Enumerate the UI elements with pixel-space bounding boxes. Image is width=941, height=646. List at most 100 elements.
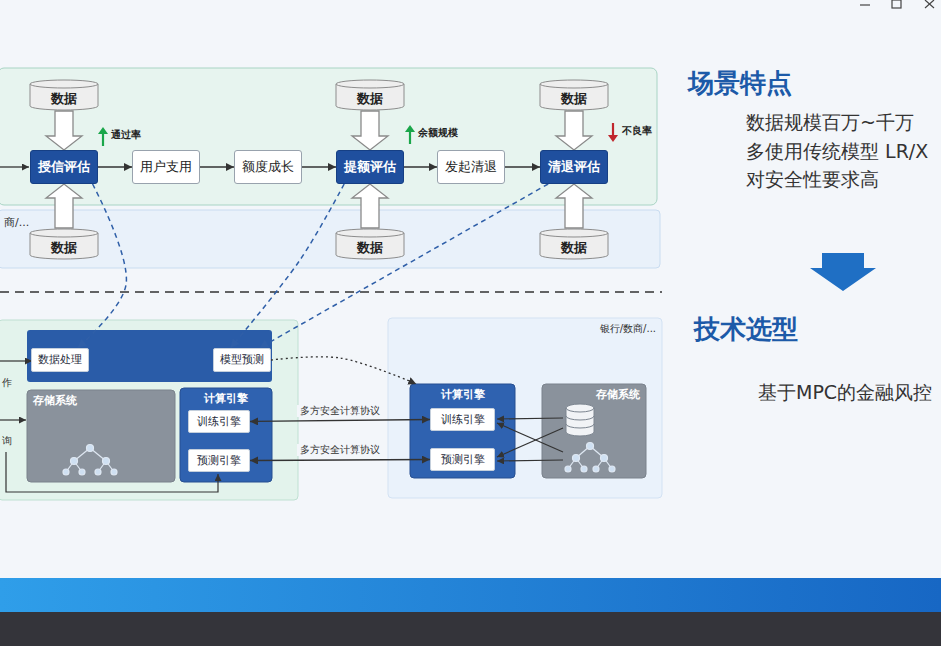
input-line [0,360,32,361]
box-text: 数据处理 [38,353,82,366]
flow-connector [98,166,132,167]
box-text: 提额评估 [344,159,396,175]
data-cylinder: 数据 [29,228,99,260]
big-down-arrow [810,253,876,291]
step-box: 发起清退 [437,150,505,184]
tree-icon [63,445,117,476]
pipeline-bar [27,330,272,382]
module-box: 训练引擎 [188,410,250,433]
note-text: 对安全性要求高 [746,168,879,191]
edge-label: 多方安全计算协议 [297,405,383,417]
panel-title: 计算引擎 [180,392,272,405]
block-arrow [46,184,82,228]
box-text: 模型预测 [220,353,264,366]
engine-panel: 计算引擎训练引擎预测引擎 [410,384,515,478]
dash-connector [230,184,344,348]
edge-label: 多方安全计算协议 [297,444,383,456]
flow-connector [200,166,234,167]
engine-panel: 计算引擎训练引擎预测引擎 [180,388,272,482]
box-text: 授信评估 [38,159,90,175]
data-cylinder: 数据 [29,79,99,111]
note-text: 数据规模百万~千万 [746,111,914,134]
note-text: 作 [2,377,12,389]
box-text: 数据 [357,91,383,107]
box-text: 数据 [51,91,77,107]
module-box: 预测引擎 [188,449,250,472]
box-text: 训练引擎 [197,415,241,428]
step-box: 用户支用 [132,150,200,184]
party-panel-ground [388,318,662,498]
section-heading: 场景特点 [688,68,792,99]
data-cylinder: 数据 [539,228,609,260]
storage-links [497,418,563,461]
box-text: 预测引擎 [441,453,485,466]
process-box: 授信评估 [30,150,98,184]
flow-connector [404,166,437,167]
feedback-line [6,452,218,492]
process-box: 清退评估 [540,150,608,184]
step-box: 额度成长 [234,150,302,184]
process-band [0,68,657,205]
box-text: 数据 [51,240,77,256]
box-text: 发起清退 [445,159,497,175]
party-panel: 银行/数商/... 计算引擎训练引擎预测引擎 存储系统 [388,318,662,498]
note-text: 余额规模 [418,127,458,139]
engine-panel-ground [180,388,272,482]
panel-title: 存储系统 [596,388,640,401]
down-arrow [608,135,618,142]
box-text: 额度成长 [242,159,294,175]
flow-connector [505,166,540,167]
block-arrow [46,111,82,150]
source-band-ground [0,210,660,268]
dot-connector [271,357,416,384]
up-arrow [409,131,411,144]
storage-panel-ground [542,384,646,478]
note-text: 不良率 [622,125,652,137]
dash-connector [259,184,548,348]
box-text: 数据 [561,240,587,256]
note-text: 通过率 [111,129,141,141]
module-box: 模型预测 [213,348,271,372]
panel-title: 银行/数商/... [600,323,656,335]
stage-floor [0,612,941,646]
box-text: 用户支用 [140,159,192,175]
window-controls [860,0,934,8]
panel-title: 存储系统 [33,394,77,407]
storage-panel: 存储系统 [542,384,646,478]
block-arrow [352,111,388,150]
note-text: 多使用传统模型 LR/X [746,140,928,163]
engine-panel-ground [410,384,515,478]
tree-icon [565,443,615,473]
storage-panel: 存储系统 [27,390,175,482]
database-icon [566,404,594,436]
source-band: 商/... 数据 数据 数据 [0,210,660,268]
panel-title: 商/... [4,216,29,229]
data-cylinder: 数据 [539,79,609,111]
note-text: 基于MPC的金融风控 [758,381,932,404]
box-text: 训练引擎 [441,413,485,426]
panel-title: 计算引擎 [410,388,515,401]
stage-strip [0,578,941,612]
proto-connector [250,420,430,422]
module-box: 训练引擎 [430,408,495,431]
module-box: 预测引擎 [430,448,495,471]
platform-panel [0,320,298,500]
entry-arrow [0,166,29,167]
down-arrow [612,123,614,136]
icons [0,123,876,492]
box-text: 清退评估 [548,159,600,175]
proto-connector [250,460,430,461]
note-text: 询 [2,435,12,447]
up-arrow [102,133,104,146]
block-arrow [556,184,592,228]
block-arrow [556,111,592,150]
box-text: 数据 [357,240,383,256]
process-box: 提额评估 [336,150,404,184]
dash-connector [77,184,126,348]
data-cylinder: 数据 [335,79,405,111]
flow-connector [302,166,336,167]
up-arrow [405,125,415,132]
data-cylinder: 数据 [335,228,405,260]
